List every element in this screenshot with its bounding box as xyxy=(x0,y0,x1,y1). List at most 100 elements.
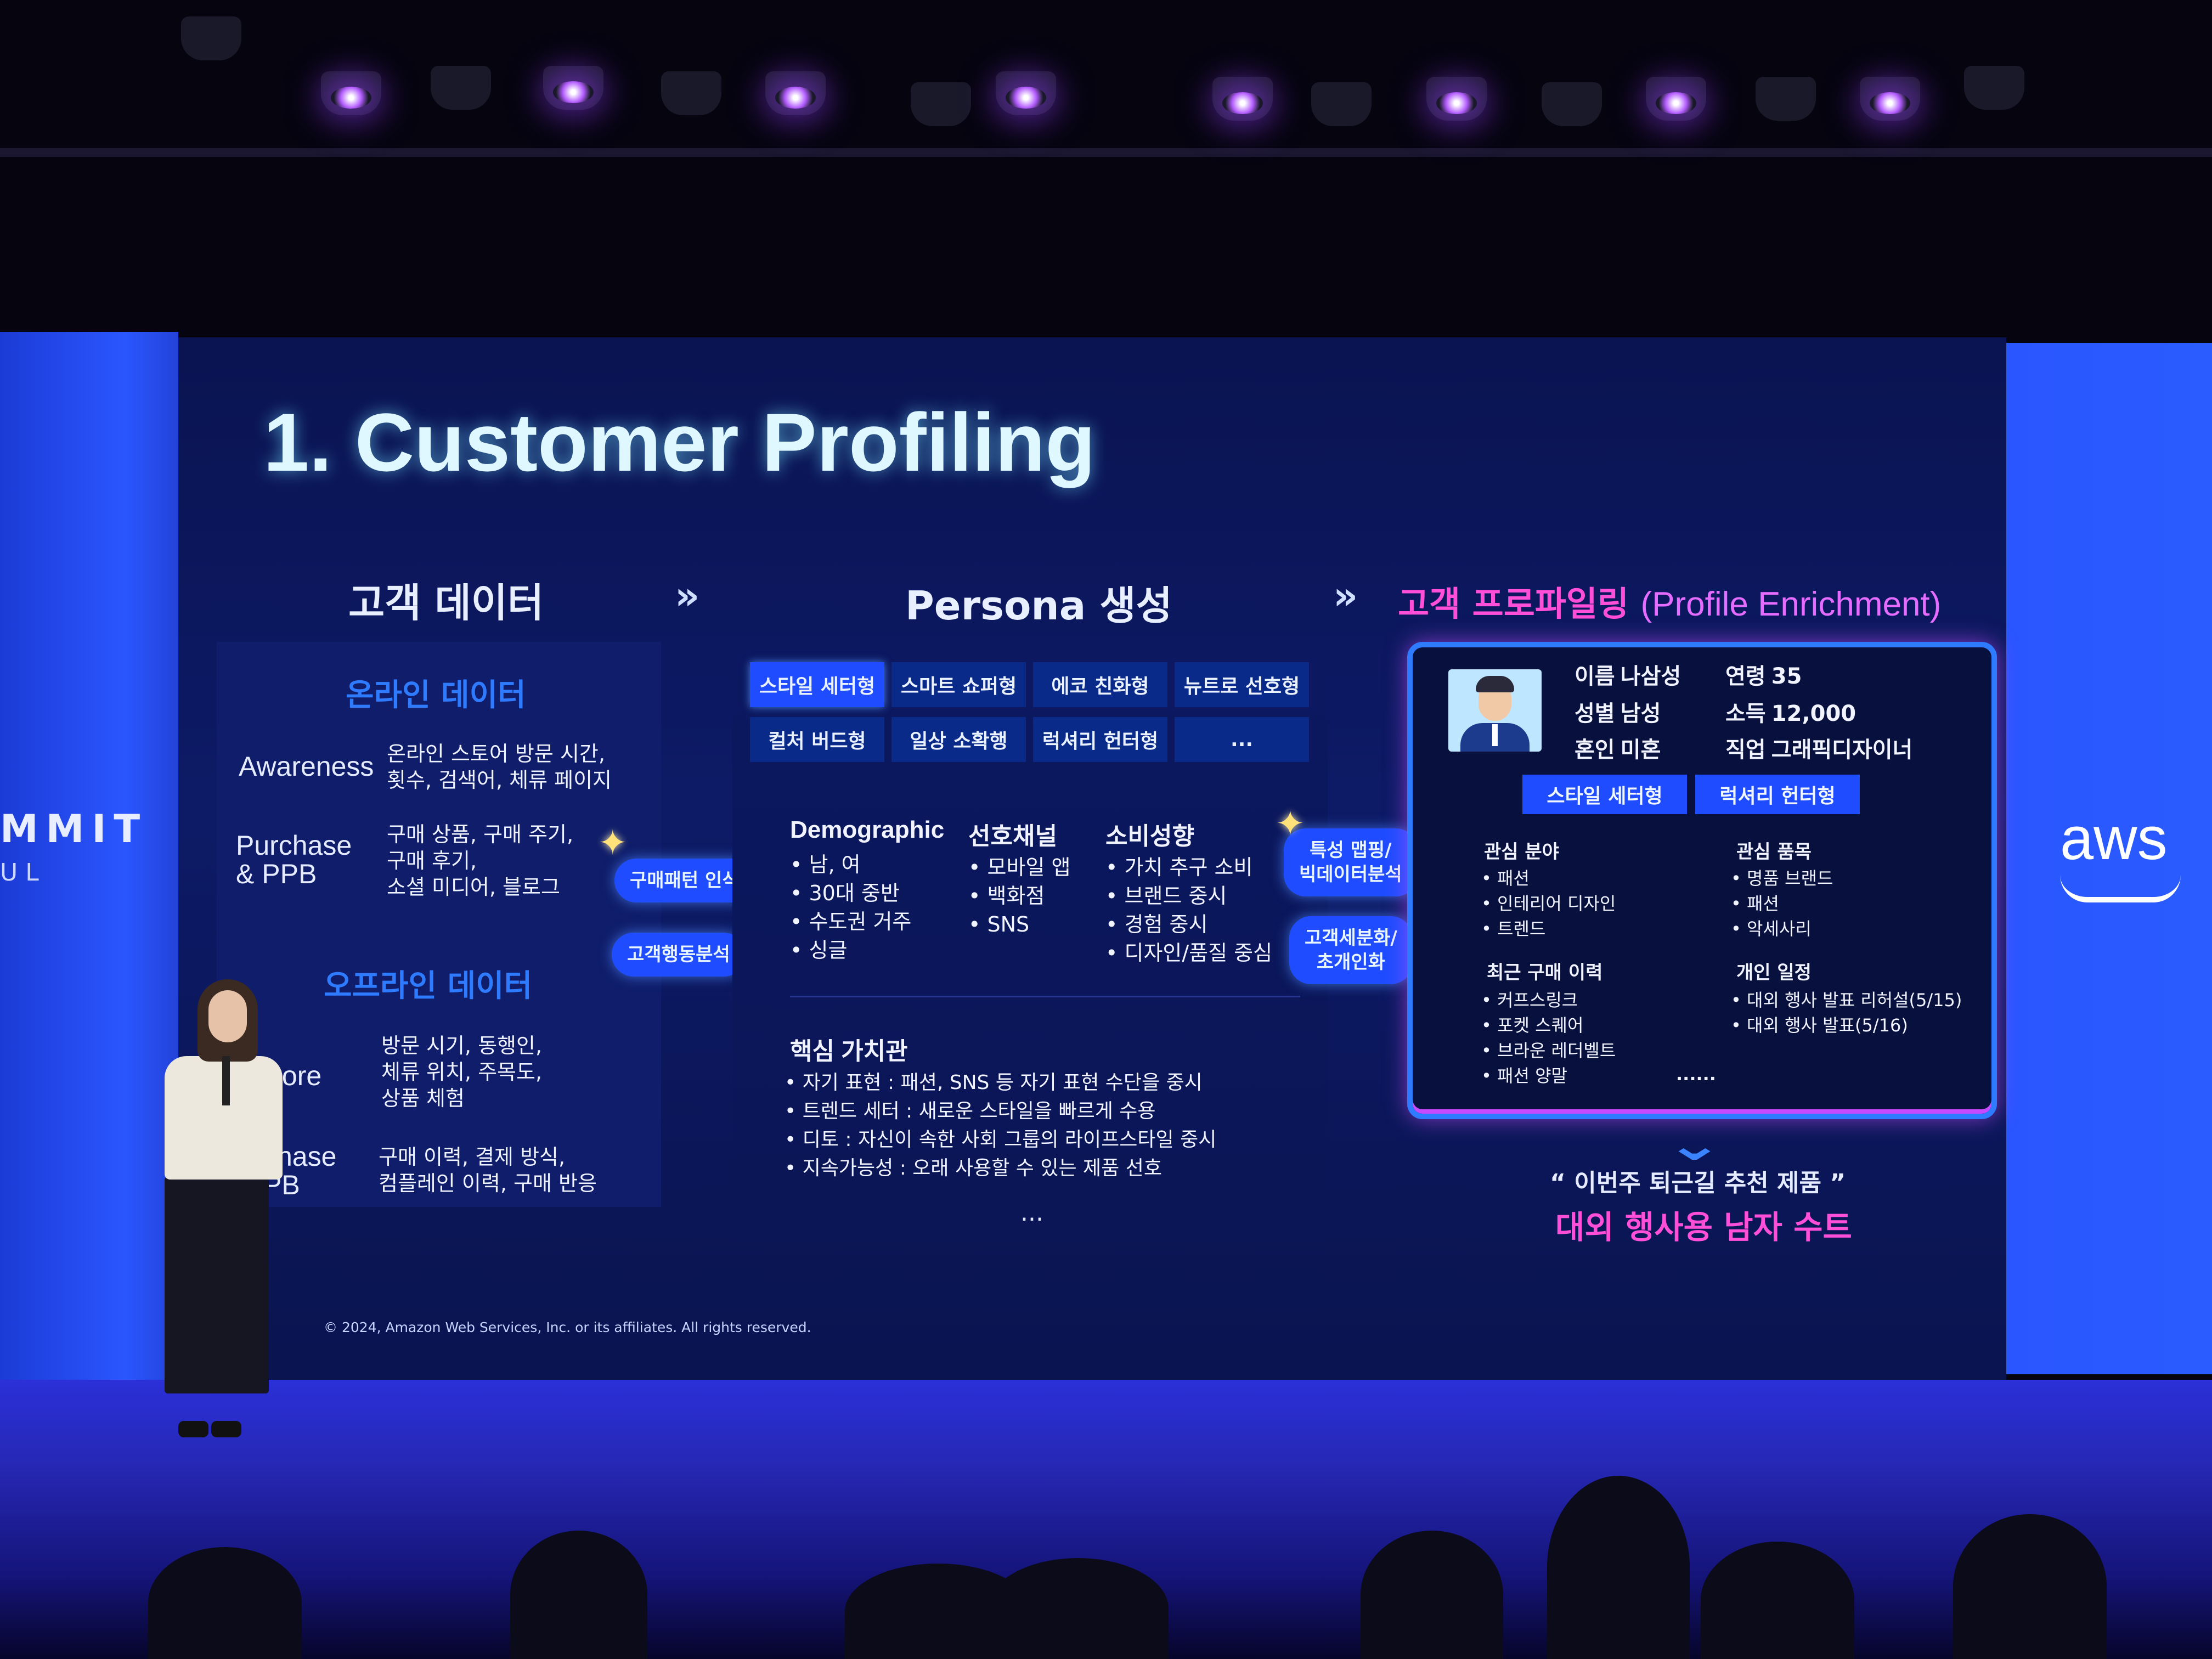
list-item: • 디자인/품질 중심 xyxy=(1105,941,1273,965)
more-ellipsis: ...... xyxy=(1676,1064,1716,1085)
list-item: • 모바일 앱 xyxy=(968,855,1071,879)
stage-light xyxy=(911,82,971,126)
offline-data-title: 오프라인 데이터 xyxy=(324,968,533,1004)
stage-light xyxy=(661,71,721,115)
presenter-shoe xyxy=(178,1421,208,1437)
microphone-icon xyxy=(222,1056,230,1105)
aws-logo: aws xyxy=(2060,805,2168,872)
list-item: • SNS xyxy=(968,912,1030,936)
list-item: • 백화점 xyxy=(968,884,1045,908)
recent-purchase-list: • 커프스링크 • 포켓 스퀘어 • 브라운 레더벨트 • 패션 양말 xyxy=(1481,988,1616,1088)
stage-light xyxy=(181,16,241,60)
list-item: • 가치 추구 소비 xyxy=(1105,855,1253,879)
summit-banner-text: MMIT xyxy=(0,806,148,851)
stage-light xyxy=(1212,77,1273,121)
offline-row-desc: 방문 시기, 동행인, 체류 위치, 주목도, 상품 체험 xyxy=(381,1034,543,1110)
customer-data-panel xyxy=(217,642,661,1207)
list-item: • 대외 행사 발표 리허설(5/15) xyxy=(1731,990,1962,1011)
core-values-list: • 자기 표현 : 패션, SNS 등 자기 표현 수단을 중시 • 트렌드 세… xyxy=(785,1069,1216,1183)
presenter-pants xyxy=(165,1177,269,1393)
stage-light xyxy=(1964,66,2024,110)
stage-light xyxy=(543,66,603,110)
profile-tag: 럭셔리 헌터형 xyxy=(1695,775,1860,814)
list-item: • 수도권 거주 xyxy=(790,910,912,934)
list-item: • 브라운 레더벨트 xyxy=(1481,1040,1616,1061)
pill-behavior-analysis: 고객행동분석 xyxy=(612,933,746,977)
seoul-banner-text: UL xyxy=(0,859,47,887)
profile-field: 직업 그래픽디자이너 xyxy=(1725,737,1913,763)
profile-field: 이름 나삼성 xyxy=(1575,664,1681,689)
offline-row-desc: 구매 이력, 결제 방식, 컴플레인 이력, 구매 반응 xyxy=(379,1145,597,1195)
list-item: • 패션 양말 xyxy=(1481,1065,1567,1086)
list-item: • 디토 : 자신이 속한 사회 그룹의 라이프스타일 중시 xyxy=(785,1128,1217,1151)
stage-light xyxy=(1426,77,1487,121)
pill-feature-mapping: 특성 맵핑/ 빅데이터분석 xyxy=(1284,828,1418,896)
audience-head xyxy=(1361,1531,1503,1659)
persona-tag: 에코 친화형 xyxy=(1033,662,1167,707)
list-item: • 30대 중반 xyxy=(790,881,900,905)
persona-col-list: • 가치 추구 소비 • 브랜드 중시 • 경험 중시 • 디자인/품질 중심 xyxy=(1105,853,1272,967)
persona-tag: 뉴트로 선호형 xyxy=(1175,662,1309,707)
list-item: • 남, 여 xyxy=(790,853,861,877)
pill-segmentation: 고객세분화/ 초개인화 xyxy=(1289,916,1413,984)
persona-tag: 스타일 세터형 xyxy=(750,662,884,707)
copyright-notice: © 2024, Amazon Web Services, Inc. or its… xyxy=(324,1319,811,1335)
list-item: • 자기 표현 : 패션, SNS 등 자기 표현 수단을 중시 xyxy=(785,1071,1203,1094)
header-persona: Persona 생성 xyxy=(905,583,1172,629)
list-item: • 트렌드 xyxy=(1481,918,1546,939)
stage-light xyxy=(765,71,826,115)
left-banner-screen xyxy=(0,332,178,1388)
schedule-list: • 대외 행사 발표 리허설(5/15) • 대외 행사 발표(5/16) xyxy=(1731,988,1962,1038)
list-item: • 싱글 xyxy=(790,938,848,962)
list-item: • 대외 행사 발표(5/16) xyxy=(1731,1015,1908,1036)
recent-purchase-heading: 최근 구매 이력 xyxy=(1487,962,1603,984)
persona-tag: ... xyxy=(1175,717,1309,762)
stage-light xyxy=(1542,82,1602,126)
stage-light xyxy=(321,71,381,115)
audience-head xyxy=(1547,1476,1690,1659)
list-item: • 커프스링크 xyxy=(1481,990,1578,1011)
online-data-title: 온라인 데이터 xyxy=(346,678,526,713)
stage-light xyxy=(996,71,1056,115)
list-item: • 지속가능성 : 오래 사용할 수 있는 제품 선호 xyxy=(785,1157,1162,1180)
persona-tag: 컬처 버드형 xyxy=(750,717,884,762)
list-item: • 악세사리 xyxy=(1731,918,1812,939)
flow-arrow-icon: » xyxy=(1333,573,1358,618)
interest-area-list: • 패션 • 인테리어 디자인 • 트렌드 xyxy=(1481,866,1616,941)
right-banner-screen xyxy=(2006,343,2212,1374)
audience-head xyxy=(148,1547,302,1659)
persona-tag: 럭셔리 헌터형 xyxy=(1033,717,1167,762)
persona-col-heading: Demographic xyxy=(790,816,945,843)
aws-smile-icon xyxy=(2060,875,2181,902)
interest-area-heading: 관심 분야 xyxy=(1484,841,1559,863)
recommend-caption: “ 이번주 퇴근길 추천 제품 ” xyxy=(1550,1169,1846,1197)
lighting-truss xyxy=(0,148,2212,157)
list-item: • 포켓 스퀘어 xyxy=(1481,1015,1584,1036)
customer-avatar xyxy=(1448,669,1542,752)
header-profiling: 고객 프로파일링 (Profile Enrichment) xyxy=(1398,576,1941,625)
persona-panel: 스타일 세터형 스마트 쇼퍼형 에코 친화형 뉴트로 선호형 컬처 버드형 일상… xyxy=(732,645,1328,1243)
sparkle-icon: ✦ xyxy=(1276,804,1305,844)
persona-col-list: • 남, 여 • 30대 중반 • 수도권 거주 • 싱글 xyxy=(790,850,911,964)
presenter-shoe xyxy=(211,1421,241,1437)
list-item: • 트렌드 세터 : 새로운 스타일을 빠르게 수용 xyxy=(785,1100,1156,1122)
stage-light xyxy=(1646,77,1706,121)
audience-head xyxy=(1701,1542,1854,1659)
recommend-item: 대외 행사용 남자 수트 xyxy=(1555,1209,1852,1246)
audience-head xyxy=(510,1531,647,1659)
slide-title: 1. Customer Profiling xyxy=(263,396,1096,488)
interest-item-list: • 명품 브랜드 • 패션 • 악세사리 xyxy=(1731,866,1833,941)
header-customer-data: 고객 데이터 xyxy=(348,580,544,626)
online-row-desc: 온라인 스토어 방문 시간, 횟수, 검색어, 체류 페이지 xyxy=(387,742,612,792)
list-item: • 인테리어 디자인 xyxy=(1481,893,1616,914)
list-item: • 패션 xyxy=(1481,868,1530,889)
persona-tag: 스마트 쇼퍼형 xyxy=(891,662,1026,707)
divider xyxy=(790,996,1300,997)
profile-field: 소득 12,000 xyxy=(1725,701,1857,726)
presenter-face xyxy=(208,990,247,1042)
stage-light xyxy=(431,66,491,110)
list-item: • 패션 xyxy=(1731,893,1779,914)
more-ellipsis: ... xyxy=(1020,1199,1043,1227)
header-profiling-en: (Profile Enrichment) xyxy=(1640,585,1942,623)
persona-col-heading: 선호채널 xyxy=(968,823,1057,850)
